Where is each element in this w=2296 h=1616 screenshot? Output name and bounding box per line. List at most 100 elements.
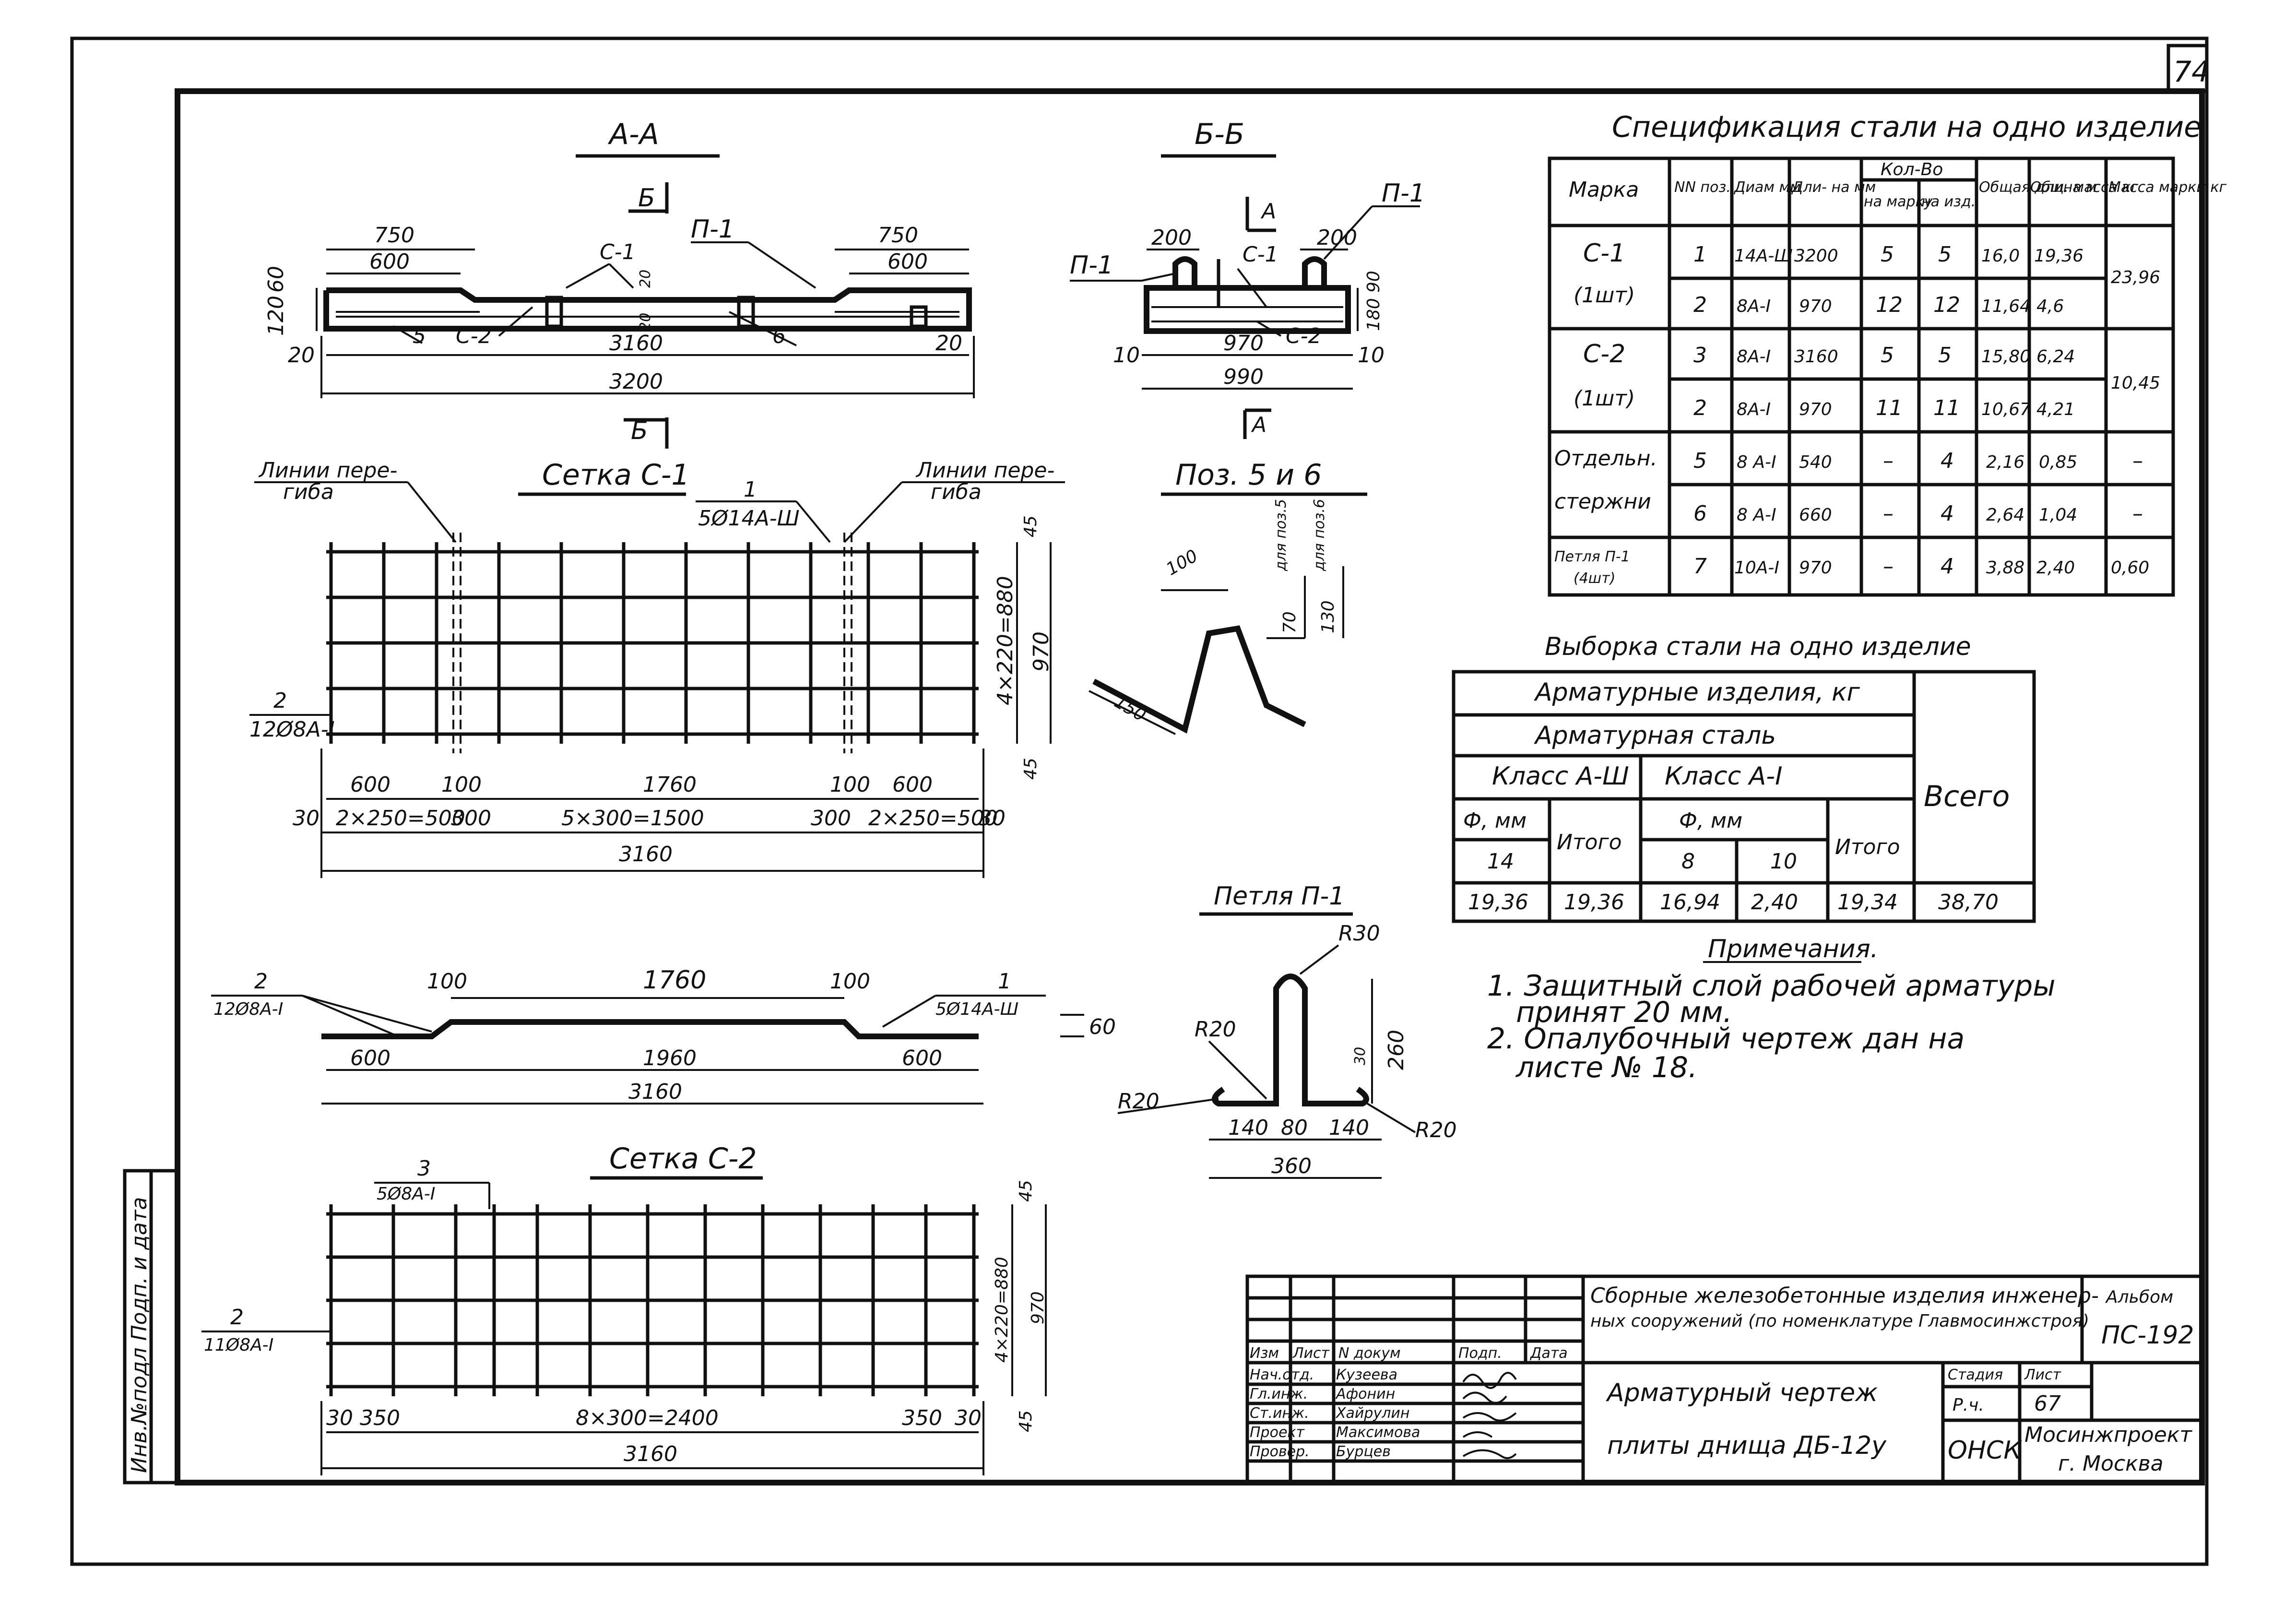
mesh-c1-bot-500b: 2×250=500: [868, 806, 998, 831]
mesh-c1-side-top: 45: [1021, 515, 1041, 537]
profile-dim-100a: 100: [427, 969, 467, 994]
tb-signature-1: [1462, 1372, 1517, 1389]
loop-p1-detail: Петля П-1 R30 R20 R20 R20 30 260 140 80 …: [1117, 882, 1457, 1179]
profile-dim-600a: 600: [350, 1046, 391, 1070]
mesh-c1-top-1760: 1760: [643, 772, 697, 797]
bb-label-p1-left: П-1: [1070, 251, 1113, 280]
sample-itogo-a: Итого: [1557, 830, 1622, 855]
spec-c2-r2-tl: 10,67: [1981, 400, 2031, 419]
tb-name-1: Кузеева: [1336, 1366, 1397, 1383]
spec-loop-qi: 4: [1941, 554, 1954, 579]
sample-phi-b: Ф, мм: [1679, 808, 1742, 833]
spec-c2-r2-tm: 4,21: [2036, 400, 2075, 419]
sample-v4: 2,40: [1751, 890, 1798, 915]
notes: Примечания. 1. Защитный слой рабочей арм…: [1487, 935, 2056, 1084]
mesh-c1-bar1-pos: 1: [744, 477, 757, 502]
sample-title: Выборка стали на одно изделие: [1545, 632, 1971, 661]
spec-h-total-len: Общая длина м: [1979, 179, 2097, 196]
spec-c1-r2-pos: 2: [1693, 293, 1707, 317]
mesh-c2-grid: [326, 1204, 979, 1396]
tb-signature-2: [1462, 1391, 1507, 1404]
loop-p1-d140b: 140: [1329, 1116, 1369, 1140]
mesh-c1-title: Сетка С-1: [542, 458, 690, 492]
mesh-c2-bar2-spec: 11Ø8А-I: [204, 1335, 273, 1355]
sample-table: Выборка стали на одно изделие Арматурные…: [1452, 632, 2036, 923]
aa-dim-20b: 20: [637, 313, 654, 331]
spec-c2-r1-diam: 8А-I: [1737, 347, 1771, 367]
section-bb-title: Б-Б: [1195, 118, 1244, 151]
mesh-c1-bend-right: Линии пере-: [915, 458, 1054, 483]
spec-table: Спецификация стали на одно изделие Марка…: [1548, 110, 2227, 597]
spec-c1-r2-qm: 12: [1876, 293, 1903, 317]
spec-c2-r2-diam: 8А-I: [1737, 400, 1771, 419]
spec-c1-r2-tm: 4,6: [2036, 297, 2064, 316]
mesh-c1-top-600b: 600: [892, 772, 933, 797]
aa-dim-3160: 3160: [609, 331, 663, 356]
mesh-c2-side-mid: 4×220=880: [992, 1257, 1012, 1363]
spec-c1-r1-qi: 5: [1938, 242, 1952, 267]
sample-v2: 19,36: [1564, 890, 1624, 915]
loop-p1-d260: 260: [1384, 1030, 1408, 1070]
bb-dim-990: 990: [1223, 365, 1264, 389]
sample-total-h: Всего: [1924, 780, 2010, 813]
mesh-c1-bend-right-2: гиба: [931, 480, 982, 504]
sample-d10: 10: [1770, 849, 1797, 874]
spec-sep-r2-tm: 1,04: [2039, 505, 2077, 525]
sample-h2: Арматурная сталь: [1534, 721, 1776, 750]
aa-dim-h120: 120: [264, 296, 288, 336]
tb-role-4: Проект: [1250, 1424, 1305, 1441]
tb-drawing-1: Арматурный чертеж: [1606, 1378, 1878, 1407]
mesh-c1-profile: 2 12Ø8А-I 100 1760 100 1 5Ø14А-Ш 60 600 …: [211, 966, 1116, 1105]
profile-dim-600b: 600: [902, 1046, 942, 1070]
spec-c2-r2-pos: 2: [1693, 396, 1707, 420]
spec-h-pos: NN поз.: [1674, 179, 1731, 196]
mesh-c2: Сетка С-2 3 5Ø8А-I 2 11Ø8А-I: [201, 1142, 1048, 1475]
spec-c1-r2-qi: 12: [1933, 293, 1960, 317]
sample-itogo-b: Итого: [1835, 835, 1900, 859]
profile-bar1-pos: 1: [998, 969, 1011, 994]
mesh-c2-bot-30a: 30: [326, 1406, 353, 1430]
sheet-number: 74: [2173, 55, 2210, 89]
tb-org-1: Мосинжпроект: [2024, 1423, 2192, 1447]
note-1: 1. Защитный слой рабочей арматуры: [1487, 969, 2056, 1003]
sample-v3: 16,94: [1660, 890, 1720, 915]
mesh-c1-bot-300b: 300: [811, 806, 851, 831]
bb-dim-10b: 10: [1358, 343, 1385, 368]
spec-sep-r1-pos: 5: [1693, 449, 1707, 473]
tb-dept: ОНСК: [1948, 1436, 2022, 1465]
note-2b: листе № 18.: [1515, 1051, 1697, 1084]
bb-dim-10a: 10: [1113, 343, 1140, 368]
loop-p1-d30: 30: [1352, 1047, 1369, 1065]
section-bb-cut-top: А: [1260, 199, 1276, 224]
aa-label-5: 5: [413, 324, 426, 348]
profile-bar1-spec: 5Ø14А-Ш: [935, 999, 1018, 1019]
loop-p1-d360: 360: [1271, 1154, 1312, 1178]
mesh-c1-bend-left-2: гиба: [283, 480, 334, 504]
spec-sep-r1-qi: 4: [1941, 449, 1954, 473]
spec-h-qty: Кол-Во: [1881, 160, 1943, 179]
spec-loop-diam: 10А-I: [1734, 558, 1779, 578]
spec-c1-marka: С-1: [1583, 239, 1625, 268]
spec-sep-r2-qm: –: [1883, 501, 1894, 526]
tb-signature-5: [1462, 1449, 1517, 1459]
profile-dim-1760: 1760: [643, 966, 706, 995]
note-1b: принят 20 мм.: [1516, 996, 1732, 1029]
spec-c1-r2-len: 970: [1799, 297, 1832, 316]
mesh-c2-title: Сетка С-2: [609, 1142, 757, 1176]
pos56-detail: Поз. 5 и 6 100 150 70 130 для поз.5 для …: [1089, 458, 1367, 735]
mesh-c2-bar3-spec: 5Ø8А-I: [377, 1184, 435, 1204]
section-aa-cut-top: Б: [638, 184, 655, 213]
tb-head-doc: N докум: [1338, 1345, 1401, 1362]
mesh-c1-bot-1500: 5×300=1500: [561, 806, 704, 831]
tb-head-date: Дата: [1529, 1345, 1568, 1362]
spec-sep-r1-tl: 2,16: [1986, 452, 2024, 472]
spec-c1-r1-len: 3200: [1794, 246, 1838, 266]
tb-head-list: Лист: [1292, 1345, 1330, 1362]
spec-c1-r2-diam: 8А-I: [1737, 297, 1771, 316]
mesh-c1-bot-30a: 30: [293, 806, 320, 831]
aa-dim-750a: 750: [374, 223, 414, 248]
spec-sep-r2-len: 660: [1799, 505, 1832, 525]
spec-c1-r1-pos: 1: [1693, 242, 1707, 267]
mesh-c1-total: 3160: [619, 842, 673, 867]
tb-drawing-2: плиты днища ДБ-12у: [1607, 1431, 1887, 1460]
